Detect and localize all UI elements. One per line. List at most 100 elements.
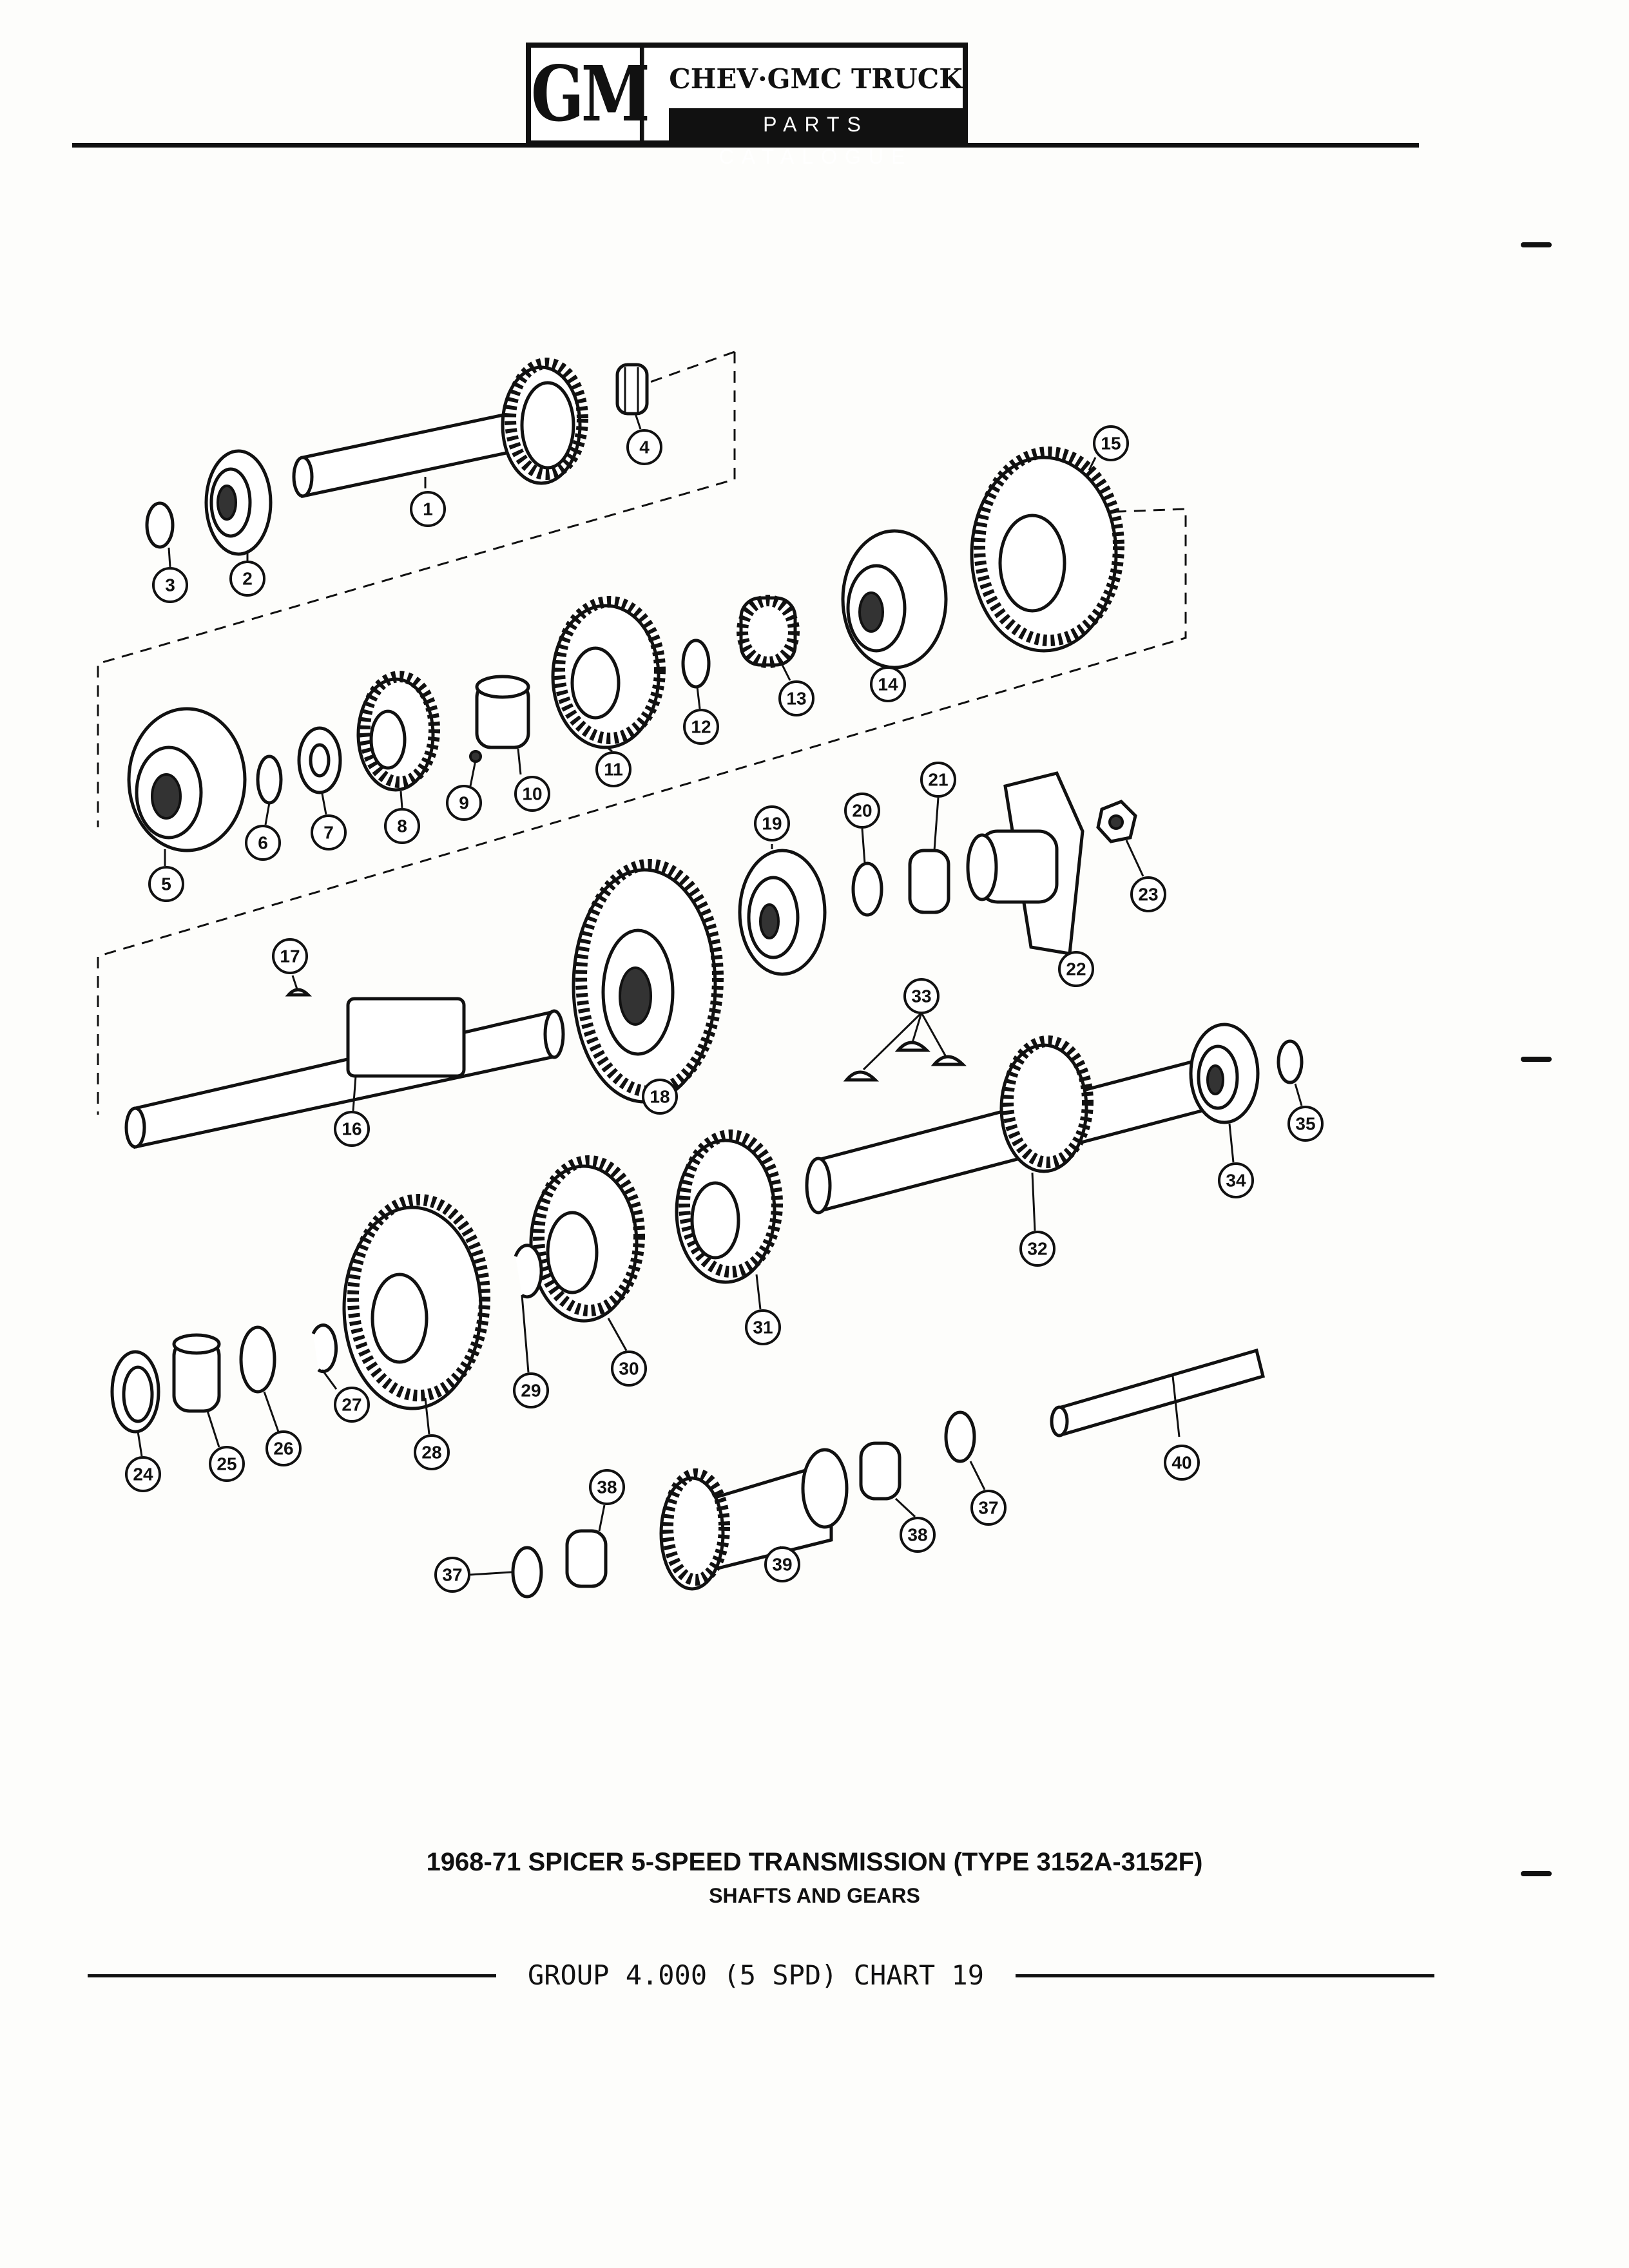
callout-31: 31 [745, 1309, 781, 1345]
svg-text:35: 35 [1295, 1114, 1315, 1134]
svg-text:20: 20 [852, 801, 872, 821]
part-21-speedo-gear [908, 849, 950, 914]
part-28-gear [342, 1194, 490, 1410]
part-19-bearing [738, 849, 827, 976]
callout-34: 34 [1218, 1162, 1254, 1198]
callout-30: 30 [611, 1350, 647, 1387]
callout-28: 28 [414, 1434, 450, 1470]
callout-17: 17 [272, 938, 308, 974]
part-39-reverse-idler-gear [659, 1448, 849, 1591]
part-34-bearing [1189, 1023, 1260, 1124]
part-23-nut [1096, 800, 1137, 843]
part-6-snap-ring [256, 754, 283, 805]
part-17-key [285, 988, 313, 997]
callout-2: 2 [229, 561, 265, 597]
header-rule [72, 143, 1419, 148]
callout-18: 18 [642, 1079, 678, 1115]
callout-12: 12 [683, 709, 719, 745]
callout-29: 29 [513, 1372, 549, 1408]
part-37-washer-right [944, 1410, 976, 1463]
callout-40: 40 [1164, 1445, 1200, 1481]
callout-9: 9 [446, 785, 482, 821]
part-10-needle-bearing [475, 675, 530, 749]
part-4-needle-bearing [615, 363, 649, 416]
svg-text:14: 14 [878, 675, 898, 695]
part-35-snap-ring [1277, 1039, 1304, 1084]
callout-10: 10 [514, 776, 550, 812]
callout-8: 8 [384, 808, 420, 844]
callout-6: 6 [245, 825, 281, 861]
svg-text:2: 2 [242, 569, 253, 589]
svg-text:16: 16 [342, 1119, 361, 1139]
part-14-synchronizer [841, 529, 948, 669]
svg-text:19: 19 [762, 814, 782, 834]
part-2-bearing [204, 449, 273, 556]
part-30-gear [529, 1155, 645, 1323]
callout-3: 3 [152, 567, 188, 603]
callout-layer: 1 2 3 4 5 6 7 8 9 10 11 12 13 [125, 413, 1324, 1593]
callout-14: 14 [870, 666, 906, 702]
callout-11: 11 [595, 751, 631, 787]
group-outline-mainshaft [97, 508, 1187, 1115]
brand-line: CHEV·GMC TRUCK [669, 63, 963, 95]
callout-27: 27 [334, 1387, 370, 1423]
part-25-roller-bearing [172, 1333, 221, 1413]
logo-gm-text: GM [531, 48, 650, 140]
group-outline-top-link [641, 351, 735, 387]
svg-text:12: 12 [691, 717, 711, 737]
callout-19: 19 [754, 805, 790, 841]
part-24-bearing-cup [110, 1350, 160, 1434]
svg-text:34: 34 [1226, 1171, 1246, 1191]
callout-23: 23 [1130, 876, 1166, 912]
callout-4: 4 [626, 429, 662, 465]
callout-13: 13 [778, 680, 815, 716]
svg-text:26: 26 [273, 1439, 293, 1459]
part-37-washer-left [511, 1546, 543, 1599]
svg-text:8: 8 [397, 816, 407, 836]
part-13-clutch-hub [737, 595, 800, 668]
svg-text:30: 30 [619, 1359, 639, 1379]
part-3-snap-ring [145, 501, 175, 549]
svg-text:29: 29 [521, 1381, 541, 1401]
part-27-snap-ring [311, 1323, 338, 1374]
callout-38-right: 38 [900, 1517, 936, 1553]
part-29-snap-ring [514, 1244, 543, 1299]
svg-text:22: 22 [1066, 959, 1086, 979]
svg-text:40: 40 [1171, 1453, 1191, 1473]
svg-text:11: 11 [604, 760, 623, 780]
part-7-spline-washer [297, 726, 342, 794]
callout-21: 21 [920, 762, 956, 798]
callout-22: 22 [1058, 951, 1094, 987]
callout-24: 24 [125, 1456, 161, 1492]
part-12-snap-ring [681, 639, 711, 689]
callout-1: 1 [410, 491, 446, 527]
svg-text:23: 23 [1138, 885, 1158, 905]
svg-text:18: 18 [650, 1087, 670, 1107]
svg-text:9: 9 [459, 793, 469, 813]
callout-37-left: 37 [434, 1557, 470, 1593]
margin-mark-1 [1521, 242, 1552, 247]
footer-rule-left [88, 1974, 496, 1977]
part-40-idler-shaft [1050, 1348, 1266, 1437]
callout-20: 20 [844, 793, 880, 829]
svg-text:1: 1 [423, 499, 433, 519]
svg-text:37: 37 [978, 1498, 998, 1518]
callout-5: 5 [148, 866, 184, 902]
catalogue-line: PARTS CATALOGUE [669, 108, 963, 168]
svg-text:38: 38 [907, 1525, 927, 1545]
svg-text:10: 10 [522, 784, 542, 804]
callout-7: 7 [311, 814, 347, 850]
svg-text:4: 4 [639, 437, 650, 457]
part-1-input-shaft [292, 358, 588, 499]
part-5-synchronizer [127, 707, 247, 852]
svg-text:6: 6 [258, 833, 268, 853]
svg-text:7: 7 [323, 823, 334, 843]
part-16-mainshaft [124, 997, 565, 1149]
group-outline-input-shaft [97, 352, 736, 827]
callout-39: 39 [764, 1546, 800, 1582]
callout-32: 32 [1019, 1231, 1055, 1267]
svg-text:21: 21 [928, 770, 948, 790]
svg-text:15: 15 [1101, 434, 1121, 454]
svg-text:27: 27 [342, 1395, 361, 1415]
